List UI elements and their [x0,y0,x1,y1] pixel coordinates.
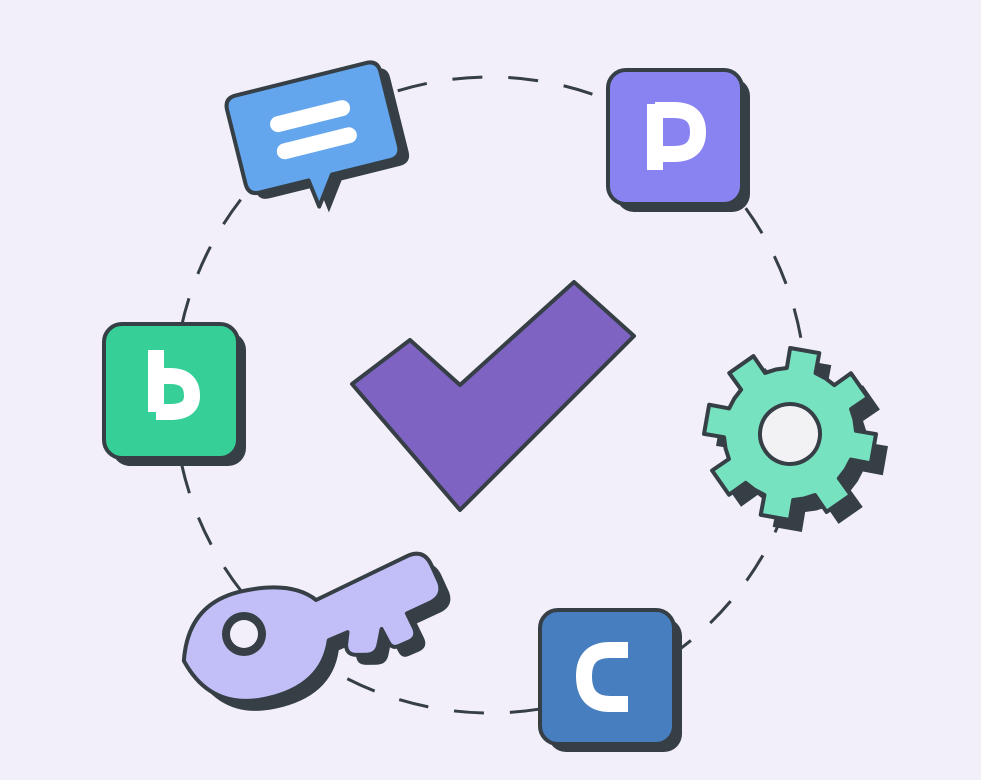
letter-c-tile-icon [538,608,682,752]
letter-b-tile-icon [102,322,246,466]
letter-p-tile-icon [606,68,750,212]
speech-line [276,127,357,160]
gear-icon [702,346,888,532]
speech-line [270,100,351,133]
key-hole-inner [230,620,258,648]
speech-bubble-icon [224,60,410,213]
key-icon [181,551,451,711]
checkmark-icon [350,280,636,512]
gear-hole [758,402,822,466]
